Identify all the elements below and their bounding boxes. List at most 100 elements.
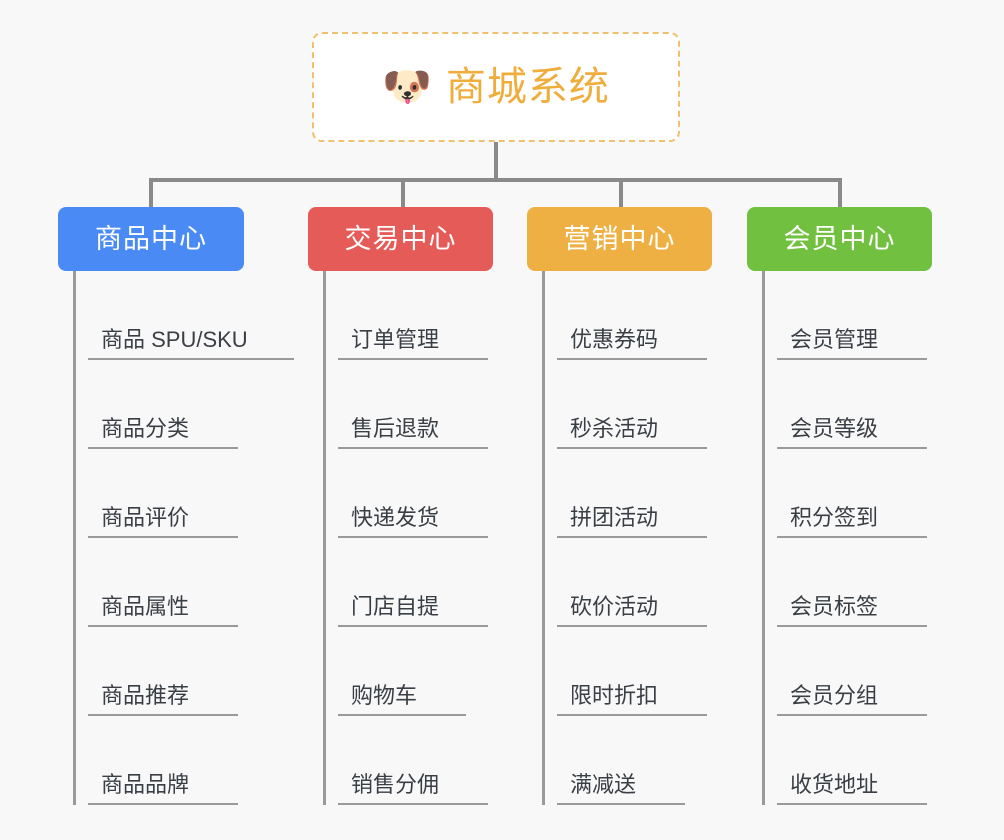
list-item-underline	[88, 803, 238, 805]
list-item-underline	[338, 447, 488, 449]
list-item[interactable]: 销售分佣	[323, 716, 528, 805]
list-item[interactable]: 商品 SPU/SKU	[73, 271, 294, 360]
list-item-label: 限时折扣	[570, 683, 659, 708]
list-item-label: 会员分组	[790, 683, 879, 708]
connector-horizontal-bus	[149, 178, 841, 182]
connector-drop-2	[401, 178, 405, 209]
list-item[interactable]: 会员等级	[762, 360, 967, 449]
list-item-label: 会员管理	[790, 327, 879, 352]
list-item-label: 会员标签	[790, 594, 879, 619]
list-item[interactable]: 秒杀活动	[542, 360, 747, 449]
column-spine	[762, 271, 765, 805]
dog-face-icon: 🐶	[382, 65, 432, 109]
list-item-underline	[557, 358, 707, 360]
list-item[interactable]: 购物车	[323, 627, 528, 716]
list-item[interactable]: 限时折扣	[542, 627, 747, 716]
list-item-underline	[338, 803, 488, 805]
leaf-list-marketing-center: 优惠券码 秒杀活动 拼团活动 砍价活动 限时折扣 满减送	[527, 271, 747, 805]
list-item-label: 商品评价	[101, 505, 190, 530]
connector-drop-3	[619, 178, 623, 209]
connector-drop-1	[149, 178, 153, 209]
list-item-underline	[338, 536, 488, 538]
list-item[interactable]: 商品评价	[73, 449, 278, 538]
list-item-underline	[557, 714, 707, 716]
leaf-list-product-center: 商品 SPU/SKU 商品分类 商品评价 商品属性 商品推荐 商品品牌	[58, 271, 294, 805]
list-item-label: 优惠券码	[570, 327, 659, 352]
list-item-label: 商品品牌	[101, 772, 190, 797]
list-item-underline	[777, 803, 927, 805]
list-item[interactable]: 商品分类	[73, 360, 278, 449]
list-item[interactable]: 会员标签	[762, 538, 967, 627]
category-header-marketing-center[interactable]: 营销中心	[527, 207, 712, 271]
list-item-label: 积分签到	[790, 505, 879, 530]
list-item-underline	[88, 536, 238, 538]
list-item[interactable]: 拼团活动	[542, 449, 747, 538]
leaf-list-member-center: 会员管理 会员等级 积分签到 会员标签 会员分组 收货地址	[747, 271, 967, 805]
list-item[interactable]: 门店自提	[323, 538, 528, 627]
leaf-list-trade-center: 订单管理 售后退款 快递发货 门店自提 购物车 销售分佣	[308, 271, 528, 805]
list-item-label: 砍价活动	[570, 594, 659, 619]
list-item[interactable]: 订单管理	[323, 271, 528, 360]
list-item-label: 满减送	[570, 772, 637, 797]
column-member-center: 会员中心 会员管理 会员等级 积分签到 会员标签 会员分组	[747, 207, 967, 805]
list-item-underline	[777, 714, 927, 716]
list-item-label: 商品分类	[101, 416, 190, 441]
list-item-underline	[88, 625, 238, 627]
list-item[interactable]: 商品推荐	[73, 627, 278, 716]
list-item-underline	[777, 536, 927, 538]
category-header-trade-center[interactable]: 交易中心	[308, 207, 493, 271]
list-item-label: 商品 SPU/SKU	[101, 327, 248, 352]
list-item[interactable]: 会员管理	[762, 271, 967, 360]
list-item-underline	[88, 447, 238, 449]
list-item[interactable]: 快递发货	[323, 449, 528, 538]
list-item-underline	[557, 625, 707, 627]
list-item-underline	[557, 803, 685, 805]
list-item[interactable]: 售后退款	[323, 360, 528, 449]
list-item-underline	[777, 447, 927, 449]
category-title: 会员中心	[783, 223, 896, 254]
list-item-label: 销售分佣	[351, 772, 440, 797]
list-item-label: 快递发货	[351, 505, 440, 530]
list-item-label: 秒杀活动	[570, 416, 659, 441]
list-item-underline	[557, 447, 707, 449]
list-item-underline	[338, 625, 488, 627]
category-title: 商品中心	[95, 223, 207, 254]
connector-root-stem	[494, 142, 498, 180]
list-item-label: 商品推荐	[101, 683, 190, 708]
list-item-label: 拼团活动	[570, 505, 659, 530]
list-item-underline	[338, 358, 488, 360]
list-item-label: 门店自提	[351, 594, 440, 619]
category-header-product-center[interactable]: 商品中心	[58, 207, 244, 271]
category-header-member-center[interactable]: 会员中心	[747, 207, 932, 271]
connector-drop-4	[838, 178, 842, 209]
list-item-label: 售后退款	[351, 416, 440, 441]
list-item[interactable]: 商品品牌	[73, 716, 278, 805]
list-item-underline	[88, 358, 294, 360]
list-item-underline	[777, 625, 927, 627]
list-item[interactable]: 满减送	[542, 716, 747, 805]
list-item[interactable]: 砍价活动	[542, 538, 747, 627]
list-item-underline	[777, 358, 927, 360]
list-item[interactable]: 收货地址	[762, 716, 967, 805]
list-item[interactable]: 优惠券码	[542, 271, 747, 360]
list-item-underline	[88, 714, 238, 716]
list-item-label: 商品属性	[101, 594, 190, 619]
root-node[interactable]: 🐶 商城系统	[312, 32, 680, 142]
list-item-underline	[338, 714, 466, 716]
list-item-underline	[557, 536, 707, 538]
column-spine	[542, 271, 545, 805]
list-item-label: 收货地址	[790, 772, 879, 797]
column-trade-center: 交易中心 订单管理 售后退款 快递发货 门店自提 购物车	[308, 207, 528, 805]
list-item[interactable]: 商品属性	[73, 538, 278, 627]
column-spine	[323, 271, 326, 805]
column-spine	[73, 271, 76, 805]
list-item-label: 购物车	[351, 683, 418, 708]
column-marketing-center: 营销中心 优惠券码 秒杀活动 拼团活动 砍价活动 限时折扣	[527, 207, 747, 805]
root-title: 商城系统	[445, 65, 610, 109]
list-item[interactable]: 积分签到	[762, 449, 967, 538]
category-title: 营销中心	[563, 223, 676, 254]
list-item-label: 会员等级	[790, 416, 879, 441]
list-item[interactable]: 会员分组	[762, 627, 967, 716]
category-title: 交易中心	[344, 223, 457, 254]
